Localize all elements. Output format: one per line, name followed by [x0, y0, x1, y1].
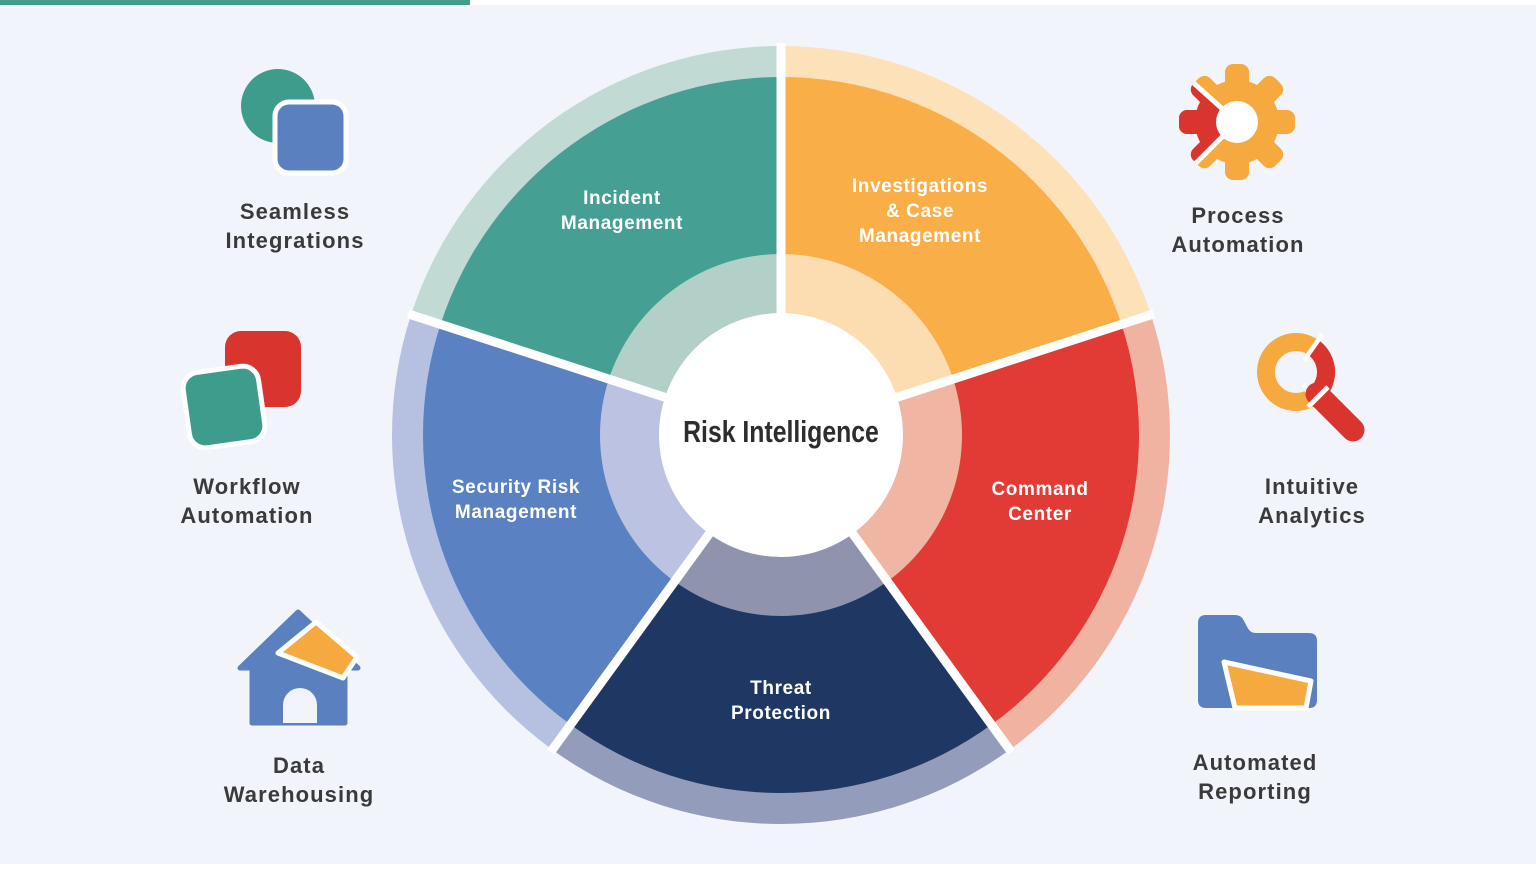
warehouse-house-icon [237, 609, 361, 726]
circle-square-icon [241, 69, 349, 176]
linked-squares-icon [180, 331, 301, 451]
callout-label: Intuitive Analytics [1258, 474, 1366, 528]
callout-label: Seamless Integrations [225, 199, 365, 253]
segment-label-security-risk-management: Security Risk Management [451, 477, 581, 523]
risk-wheel [392, 43, 1170, 824]
wheel-hub [659, 313, 903, 557]
callout-label: Process Automation [1171, 203, 1305, 257]
accent-bar [0, 0, 470, 5]
segment-label-incident-management: Incident Management [560, 188, 684, 234]
segment-label-command-center: Command Center [991, 479, 1089, 525]
segment-label-threat-protection: Threat Protection [731, 678, 831, 724]
callout-label: Automated Reporting [1192, 750, 1318, 804]
callout-label: Data Warehousing [223, 753, 375, 807]
magnifier-icon [1257, 333, 1365, 442]
segment-label-investigations-case-management: Investigations & Case Management [851, 176, 989, 247]
gear-icon [1179, 64, 1295, 180]
callout-label: Workflow Automation [180, 474, 314, 528]
folder-icon [1198, 615, 1317, 711]
wheel-center-title: Risk Intelligence [683, 414, 879, 449]
